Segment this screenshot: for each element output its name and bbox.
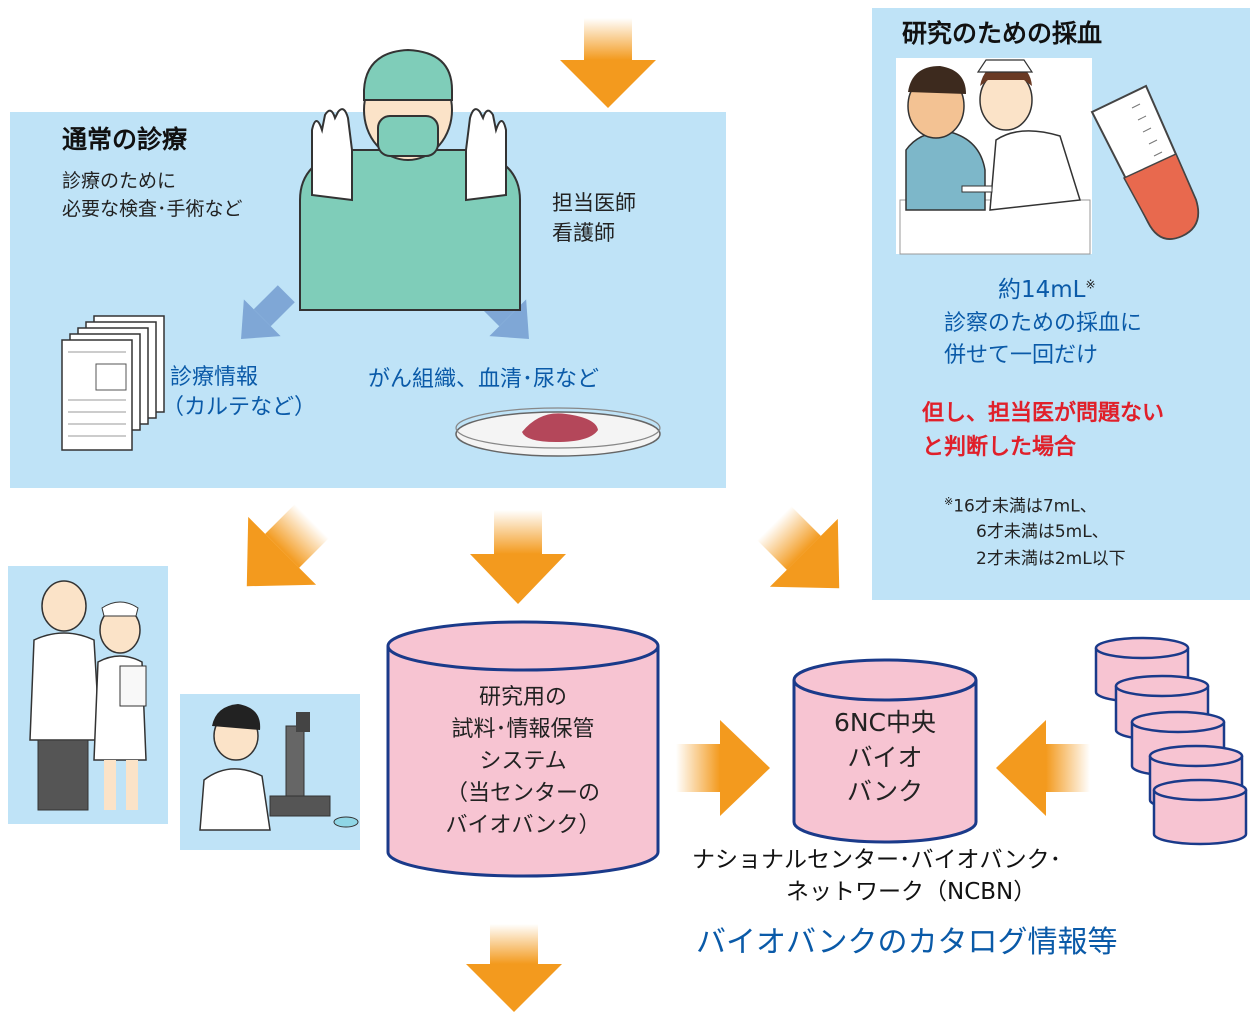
blood-draw-illustration — [896, 58, 1092, 255]
network-name-1: ナショナルセンター･バイオバンク･ — [692, 847, 1062, 873]
records-label-1: 診療情報 — [170, 365, 259, 390]
central-label-2: バイオ — [847, 742, 923, 772]
storage-label-5: バイオバンク） — [445, 812, 601, 838]
central-label-3: バンク — [846, 777, 924, 806]
arrow-center-down — [470, 510, 566, 604]
routine-care-desc-2: 必要な検査･手術など — [62, 198, 243, 220]
arrow-to-central — [676, 720, 770, 816]
test-tube-icon — [1090, 84, 1200, 240]
age-note-2: 6才未満は5mL、 — [976, 522, 1109, 542]
staff-line-2: 看護師 — [552, 221, 615, 245]
blue-arrow-records — [241, 285, 295, 339]
age-note-1: ※16才未満は7mL、 — [944, 495, 1097, 518]
blood-volume-value: 約14mL — [998, 277, 1086, 303]
scientist-illustration — [180, 694, 360, 850]
age-note-3: 2才未満は2mL以下 — [976, 549, 1126, 569]
arrow-diag-right — [757, 506, 840, 589]
medical-records-icon — [61, 315, 165, 451]
surgeon-illustration — [299, 48, 521, 311]
routine-care-title: 通常の診療 — [62, 125, 188, 154]
condition-line-1: 但し、担当医が問題ない — [922, 401, 1165, 426]
arrow-top-down — [560, 18, 656, 108]
age-note-mark: ※ — [944, 495, 954, 508]
storage-label-4: （当センターの — [445, 780, 600, 806]
storage-cylinder — [386, 620, 660, 878]
blood-volume-mark: ※ — [1085, 277, 1096, 292]
blood-desc-2: 併せて一回だけ — [944, 343, 1099, 368]
petri-dish-icon — [455, 407, 661, 457]
storage-label-3: システム — [479, 748, 567, 774]
central-label-1: 6NC中央 — [833, 708, 937, 737]
blood-volume: 約14mL※ — [998, 276, 1096, 305]
storage-label: 研究用の 試料･情報保管 システム （当センターの バイオバンク） — [403, 682, 643, 841]
central-biobank-cylinder — [792, 658, 978, 844]
storage-label-2: 試料･情報保管 — [451, 716, 595, 742]
blood-draw-title: 研究のための採血 — [902, 19, 1103, 48]
staff-line-1: 担当医師 — [552, 191, 636, 215]
specimens-label: がん組織、血清･尿など — [368, 367, 600, 392]
blood-desc-1: 診察のための採血に — [944, 311, 1143, 336]
age-note-1-text: 16才未満は7mL、 — [953, 496, 1097, 517]
arrow-bottom-down — [466, 924, 562, 1012]
arrow-from-banks — [996, 720, 1090, 816]
network-name-2: ネットワーク（NCBN） — [786, 879, 1037, 905]
central-biobank-label: 6NC中央 バイオ バンク — [800, 706, 970, 810]
partner-biobanks-stack — [1094, 636, 1248, 846]
records-label-2: （カルテなど） — [162, 395, 317, 420]
arrow-diag-left — [246, 504, 329, 587]
doctor-nurse-illustration — [8, 566, 168, 824]
routine-care-desc-1: 診療のために — [62, 170, 177, 192]
catalog-info: バイオバンクのカタログ情報等 — [696, 925, 1118, 960]
storage-label-1: 研究用の — [478, 685, 567, 710]
condition-line-2: と判断した場合 — [922, 435, 1077, 460]
